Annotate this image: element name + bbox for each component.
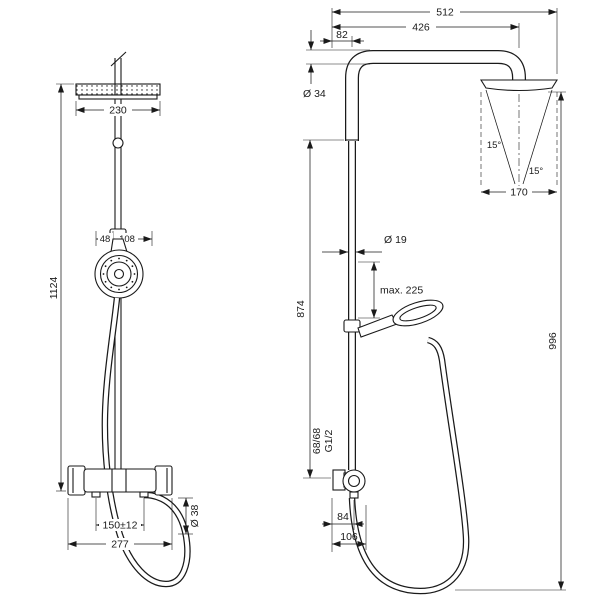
- dim-wall-offset: 82: [320, 29, 364, 47]
- dim-thread-label: G1/2: [323, 429, 335, 452]
- dim-label-bg: [99, 519, 141, 531]
- pipe-top-cut-line: [110, 51, 127, 67]
- dim-outlet-b-label: 106: [340, 531, 358, 543]
- union-nut: [342, 469, 366, 493]
- shower-arm-side: [345, 50, 526, 141]
- dim-total-height-front-label: 1124: [48, 277, 60, 300]
- dim-hand-max: max. 225: [358, 261, 426, 319]
- dim-outlet-a-label: 84: [337, 511, 349, 523]
- spray-nozzle-dots: [102, 257, 136, 291]
- dim-head-width-label: 230: [109, 105, 127, 117]
- dim-hand-width-label: 108: [119, 234, 135, 245]
- dim-valve-width: 277: [67, 498, 173, 551]
- spray-line-right: [522, 89, 553, 185]
- dim-total-height-side-label: 996: [547, 332, 559, 350]
- dim-head-center-label: 426: [412, 22, 430, 34]
- shower-hose-front: [101, 297, 191, 588]
- dim-head-width: 230: [75, 101, 161, 117]
- spray-angle-left-label: 15°: [487, 140, 502, 151]
- dim-hose-dia-label: Ø 38: [189, 504, 201, 527]
- dim-valve-centers-label: 150±12: [103, 520, 138, 532]
- dim-label-bg: [106, 538, 134, 550]
- dim-label-bg: [104, 104, 132, 116]
- dim-bar-dia-label: Ø 19: [384, 234, 407, 246]
- spray-angle-right-label: 15°: [529, 166, 544, 177]
- dim-depth-total-label: 512: [436, 7, 454, 19]
- dim-head-depth-label: 170: [510, 187, 528, 199]
- overhead-shower-front: [75, 83, 161, 100]
- spray-cone: 15° 15°: [480, 89, 558, 186]
- spray-line-left: [485, 89, 516, 185]
- dim-label-bg: [115, 233, 138, 244]
- hand-shower-side: [343, 299, 444, 338]
- dim-conn-spacing-label: 68/68: [311, 428, 323, 454]
- wall-connection-side: [332, 469, 366, 499]
- dim-head-depth: 170: [481, 186, 557, 199]
- dim-valve-width-label: 277: [111, 539, 129, 551]
- thermostat-handle-left: [67, 465, 86, 496]
- dim-hose-dia: Ø 38: [178, 497, 201, 535]
- dim-bar-height-label: 874: [295, 300, 307, 318]
- dim-outlet-a: 84: [322, 500, 364, 530]
- thermostat-handle-right: [154, 465, 173, 496]
- pipe-joint-front: [112, 137, 124, 149]
- dim-label-bg: [98, 233, 113, 244]
- thermostat-front: [67, 465, 173, 498]
- dim-arm-dia-label: Ø 34: [303, 88, 326, 100]
- dim-wall-offset-label: 82: [336, 29, 348, 41]
- dim-depth-total: 512: [332, 6, 558, 74]
- front-view: 230 1124 48 108: [48, 51, 201, 588]
- thermostat-body: [83, 468, 157, 493]
- dim-outlet-b: 106: [332, 505, 367, 550]
- dim-label-bg: [430, 6, 460, 18]
- dim-total-height-side: 996: [455, 91, 566, 591]
- dim-hand-shower: 48 108: [95, 231, 153, 246]
- dim-arm-dia: Ø 34: [303, 30, 370, 100]
- dim-label-bg: [406, 21, 436, 33]
- shower-hose-side: [348, 336, 470, 595]
- dim-bar-dia: Ø 19: [322, 234, 407, 256]
- dim-bar-height: 874: [295, 139, 344, 479]
- dim-label-bg: [378, 284, 426, 296]
- hose-outlet-stub: [349, 491, 359, 499]
- thermostat-inlet-left: [91, 491, 101, 498]
- overhead-shower-side: [480, 79, 558, 92]
- dim-head-center: 426: [332, 21, 520, 48]
- dim-label-bg: [506, 186, 532, 198]
- dim-hand-max-label: max. 225: [380, 285, 423, 297]
- dim-total-height-front: 1124: [48, 83, 74, 492]
- hand-shower-holder-side: [343, 319, 361, 333]
- thermostat-outlet-right: [139, 491, 149, 498]
- dim-valve-centers: 150±12: [95, 498, 145, 532]
- side-view: 15° 15° 170 512 426 82: [295, 6, 566, 595]
- dim-hand-offset-label: 48: [100, 234, 111, 245]
- hand-shower-front: [94, 238, 144, 299]
